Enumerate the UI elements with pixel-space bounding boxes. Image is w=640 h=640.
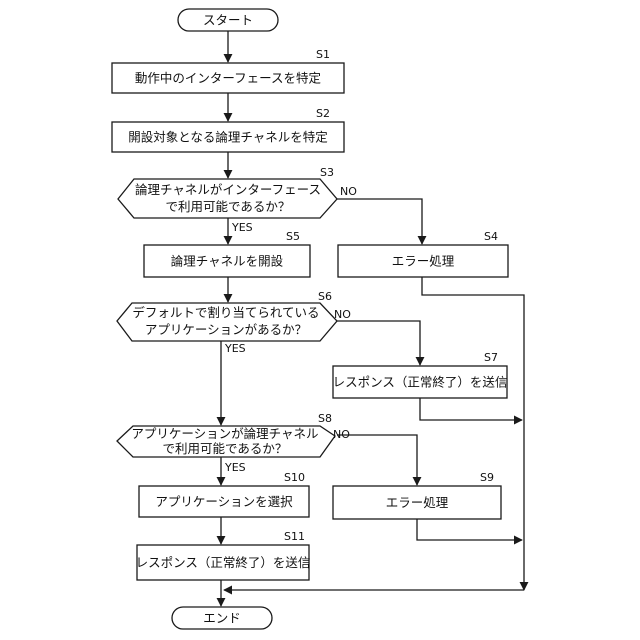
s8-yes-label: YES <box>224 461 246 474</box>
start-terminal: スタート <box>178 9 278 31</box>
arrow-s9-merge <box>417 519 522 540</box>
s9-text: エラー処理 <box>386 495 449 510</box>
s10-tag: S10 <box>284 471 305 484</box>
s7-tag: S7 <box>484 351 498 364</box>
s8-tag: S8 <box>318 412 332 425</box>
s6-line1: デフォルトで割り当てられている <box>132 305 319 320</box>
s3-tag: S3 <box>320 166 334 179</box>
process-s11: レスポンス（正常終了）を送信 S11 <box>136 530 311 580</box>
start-label: スタート <box>203 13 253 28</box>
s1-text: 動作中のインターフェースを特定 <box>135 71 321 86</box>
s11-tag: S11 <box>284 530 305 543</box>
s1-tag: S1 <box>316 48 330 61</box>
process-s4: エラー処理 S4 <box>338 230 508 277</box>
s6-line2: アプリケーションがあるか？ <box>145 322 307 337</box>
arrow-s4-merge <box>422 277 524 590</box>
s2-text: 開設対象となる論理チャネルを特定 <box>128 130 328 145</box>
s6-no-label: NO <box>334 308 351 321</box>
process-s10: アプリケーションを選択 S10 <box>139 471 309 517</box>
s5-tag: S5 <box>286 230 300 243</box>
s7-text: レスポンス（正常終了）を送信 <box>333 375 508 390</box>
decision-s8: アプリケーションが論理チャネル で利用可能であるか？ S8 NO YES <box>117 412 350 474</box>
s5-text: 論理チャネルを開設 <box>171 254 284 269</box>
s9-tag: S9 <box>480 471 494 484</box>
process-s5: 論理チャネルを開設 S5 <box>144 230 310 277</box>
arrow-s3-s4 <box>337 199 422 244</box>
end-terminal: エンド <box>172 607 272 629</box>
s3-line2: で利用可能であるか？ <box>166 199 291 214</box>
s8-no-label: NO <box>333 428 350 441</box>
s6-yes-label: YES <box>224 342 246 355</box>
arrow-s7-merge <box>420 398 522 420</box>
s4-tag: S4 <box>484 230 498 243</box>
decision-s3: 論理チャネルがインターフェース で利用可能であるか？ S3 NO YES <box>118 166 357 234</box>
arrow-s6-s7 <box>337 321 420 365</box>
s6-tag: S6 <box>318 290 332 303</box>
decision-s6: デフォルトで割り当てられている アプリケーションがあるか？ S6 NO YES <box>117 290 351 355</box>
s4-text: エラー処理 <box>392 254 455 269</box>
end-label: エンド <box>203 611 241 626</box>
s2-tag: S2 <box>316 107 330 120</box>
s11-text: レスポンス（正常終了）を送信 <box>136 555 311 570</box>
s10-text: アプリケーションを選択 <box>155 494 293 509</box>
s8-line1: アプリケーションが論理チャネル <box>131 426 318 441</box>
s3-no-label: NO <box>340 185 357 198</box>
s3-yes-label: YES <box>231 221 253 234</box>
s8-line2: で利用可能であるか？ <box>163 441 288 456</box>
s3-line1: 論理チャネルがインターフェース <box>135 182 321 197</box>
arrow-s8-s9 <box>337 435 417 485</box>
